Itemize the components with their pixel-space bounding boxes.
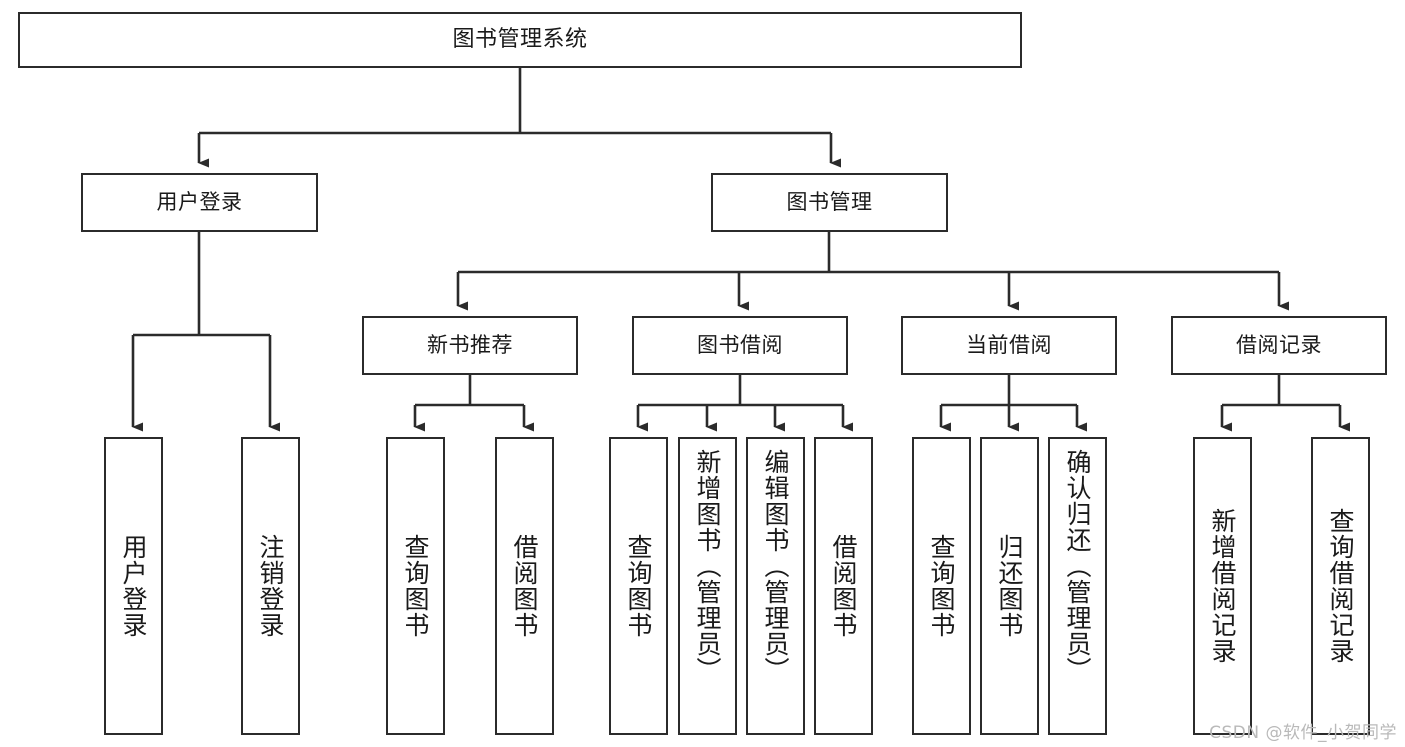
node-label: 编辑图书（管理员） <box>761 449 790 683</box>
leaf-borrow-edit-book-admin[interactable]: 编辑图书（管理员） <box>746 437 805 735</box>
node-label: 查询图书 <box>927 534 956 638</box>
leaf-borrow-query-book[interactable]: 查询图书 <box>609 437 668 735</box>
node-borrow-records[interactable]: 借阅记录 <box>1171 316 1387 375</box>
node-label: 用户登录 <box>156 190 243 214</box>
leaf-recommend-query-book[interactable]: 查询图书 <box>386 437 445 735</box>
node-label: 查询图书 <box>624 534 653 638</box>
leaf-records-query-record[interactable]: 查询借阅记录 <box>1311 437 1370 735</box>
leaf-current-query-book[interactable]: 查询图书 <box>912 437 971 735</box>
leaf-current-return-book[interactable]: 归还图书 <box>980 437 1039 735</box>
node-book-management[interactable]: 图书管理 <box>711 173 948 232</box>
node-label: 图书借阅 <box>697 333 783 357</box>
node-label: 图书管理 <box>786 190 873 214</box>
csdn-watermark: CSDN @软件_小贺同学 <box>1209 723 1397 743</box>
node-label: 新书推荐 <box>427 333 513 357</box>
node-user-login[interactable]: 用户登录 <box>81 173 318 232</box>
node-label: 图书管理系统 <box>452 27 588 52</box>
leaf-borrow-borrow-book[interactable]: 借阅图书 <box>814 437 873 735</box>
node-current-borrow[interactable]: 当前借阅 <box>901 316 1117 375</box>
node-label: 新增图书（管理员） <box>693 449 722 683</box>
leaf-borrow-add-book-admin[interactable]: 新增图书（管理员） <box>678 437 737 735</box>
node-label: 当前借阅 <box>966 333 1052 357</box>
node-new-book-recommend[interactable]: 新书推荐 <box>362 316 578 375</box>
node-label: 借阅记录 <box>1236 333 1322 357</box>
node-label: 确认归还（管理员） <box>1063 449 1092 683</box>
node-root-system[interactable]: 图书管理系统 <box>18 12 1022 68</box>
node-label: 查询图书 <box>401 534 430 638</box>
leaf-user-login[interactable]: 用户登录 <box>104 437 163 735</box>
leaf-user-logout[interactable]: 注销登录 <box>241 437 300 735</box>
leaf-current-confirm-return-admin[interactable]: 确认归还（管理员） <box>1048 437 1107 735</box>
leaf-records-add-record[interactable]: 新增借阅记录 <box>1193 437 1252 735</box>
node-label: 新增借阅记录 <box>1208 508 1237 664</box>
node-book-borrow[interactable]: 图书借阅 <box>632 316 848 375</box>
node-label: 借阅图书 <box>829 534 858 638</box>
node-label: 查询借阅记录 <box>1326 508 1355 664</box>
node-label: 归还图书 <box>995 534 1024 638</box>
node-label: 用户登录 <box>119 534 148 638</box>
node-label: 注销登录 <box>256 534 285 638</box>
leaf-recommend-borrow-book[interactable]: 借阅图书 <box>495 437 554 735</box>
node-label: 借阅图书 <box>510 534 539 638</box>
